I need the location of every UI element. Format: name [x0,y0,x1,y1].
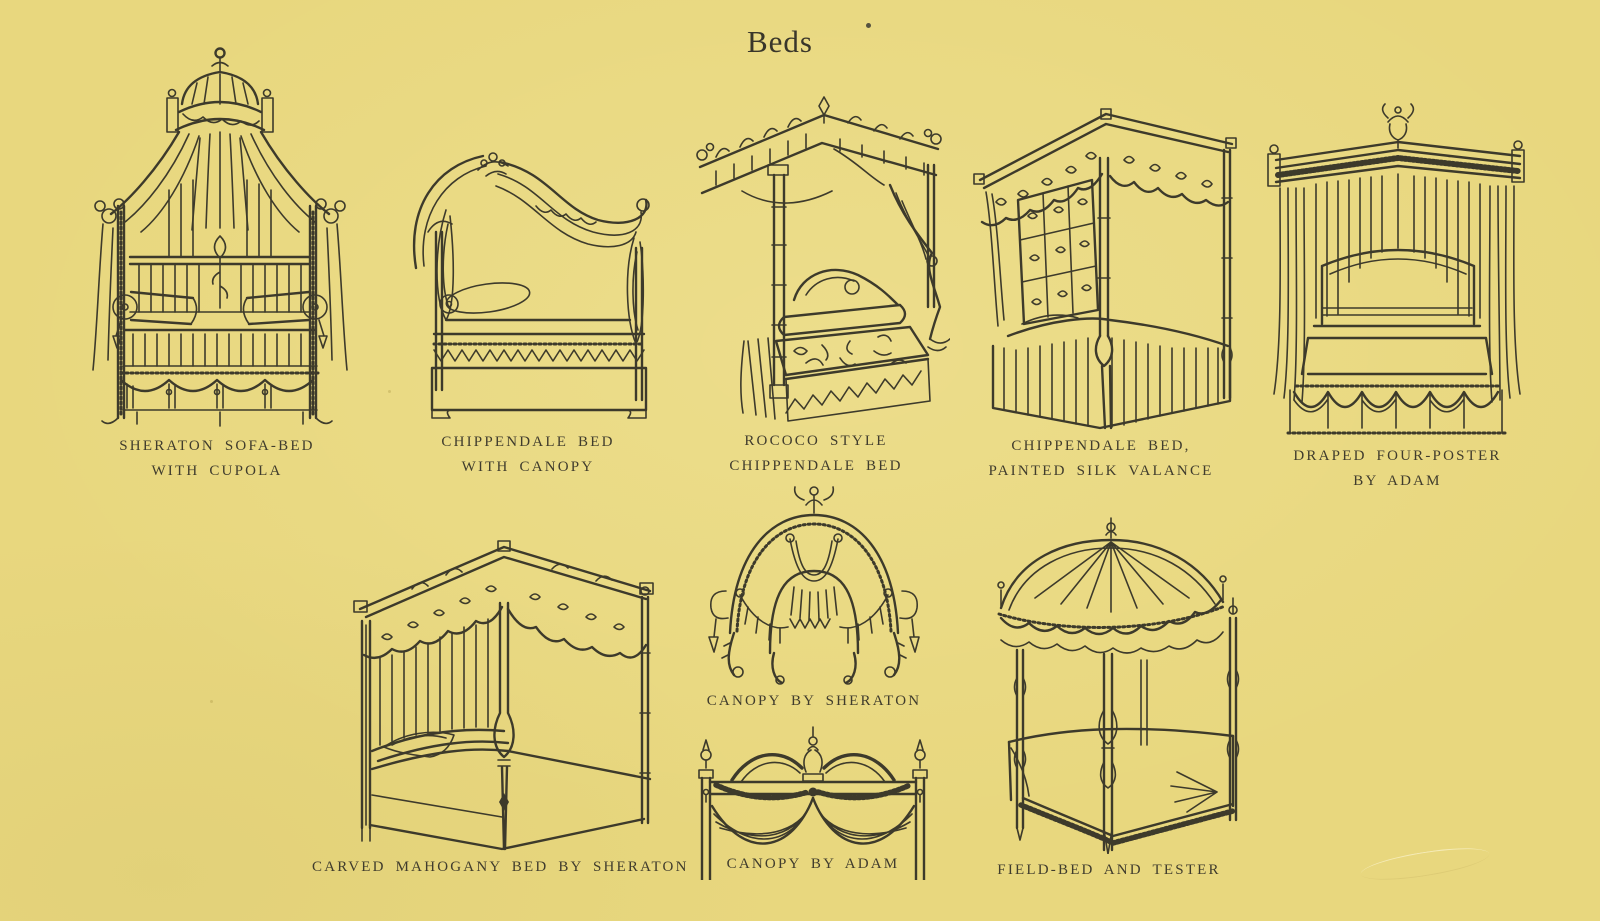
figure-caption-line: CARVED MAHOGANY BED BY SHERATON [312,859,689,875]
figure-caption: CHIPPENDALE BED, PAINTED SILK VALANCE [960,434,1242,484]
paper-crease [1358,841,1492,887]
page-title: Beds [747,24,813,59]
figure-caption: SHERATON SOFA-BED WITH CUPOLA [73,434,361,484]
figure-caption-line: WITH CANOPY [461,458,595,475]
figure-field-bed-and-tester: FIELD-BED AND TESTER [965,510,1253,883]
figure-draped-four-poster-adam: DRAPED FOUR-POSTER BY ADAM [1250,102,1545,494]
figure-canopy-by-sheraton: CANOPY BY SHERATON [678,483,950,714]
draped-four-poster-adam-illustration [1267,103,1525,435]
figure-caption-line: CHIPPENDALE BED, [1011,438,1191,454]
figure-caption-line: CANOPY BY ADAM [726,856,900,872]
figure-caption-line: PAINTED SILK VALANCE [988,462,1214,479]
figure-caption: FIELD-BED AND TESTER [965,858,1253,883]
carved-mahogany-bed-sheraton-illustration [353,540,654,851]
canopy-by-sheraton-illustration [708,486,920,685]
figure-caption-line: CHIPPENDALE BED [729,457,903,474]
figure-caption: CARVED MAHOGANY BED BY SHERATON [312,855,689,880]
sheraton-sofa-bed-illustration [92,47,348,427]
figure-caption-line: WITH CUPOLA [151,462,283,479]
figure-carved-mahogany-bed-sheraton: CARVED MAHOGANY BED BY SHERATON [312,533,689,880]
figure-caption-line: ROCOCO STYLE [744,433,888,449]
paper-fleck [210,700,213,703]
canopy-by-adam-illustration [698,726,928,880]
figure-caption-line: BY ADAM [1353,472,1442,489]
figure-canopy-by-adam: CANOPY BY ADAM [684,722,942,880]
figure-rococo-chippendale-bed: ROCOCO STYLE CHIPPENDALE BED [682,95,950,479]
chippendale-bed-with-canopy-illustration [412,152,650,419]
figure-caption-line: CANOPY BY SHERATON [706,693,922,709]
figure-caption: CANOPY BY SHERATON [678,689,950,714]
figure-caption: CHIPPENDALE BED WITH CANOPY [388,430,668,480]
figure-caption-line: SHERATON SOFA-BED [119,438,315,454]
figure-chippendale-bed-with-canopy: CHIPPENDALE BED WITH CANOPY [388,148,668,480]
paper-speck [866,23,871,28]
figure-caption-line: CHIPPENDALE BED [441,434,615,450]
figure-caption-line: DRAPED FOUR-POSTER [1293,448,1502,464]
figure-sheraton-sofa-bed: SHERATON SOFA-BED WITH CUPOLA [73,40,361,484]
field-bed-and-tester-illustration [997,517,1240,854]
paper-fleck [388,390,391,393]
figure-caption-line: FIELD-BED AND TESTER [997,862,1221,878]
figure-caption: ROCOCO STYLE CHIPPENDALE BED [682,429,950,479]
chippendale-painted-silk-valance-illustration [973,108,1237,430]
figure-chippendale-painted-silk-valance: CHIPPENDALE BED, PAINTED SILK VALANCE [960,98,1242,484]
rococo-chippendale-bed-illustration [696,96,950,422]
figure-caption: CANOPY BY ADAM [684,852,942,877]
figure-caption: DRAPED FOUR-POSTER BY ADAM [1250,444,1545,494]
